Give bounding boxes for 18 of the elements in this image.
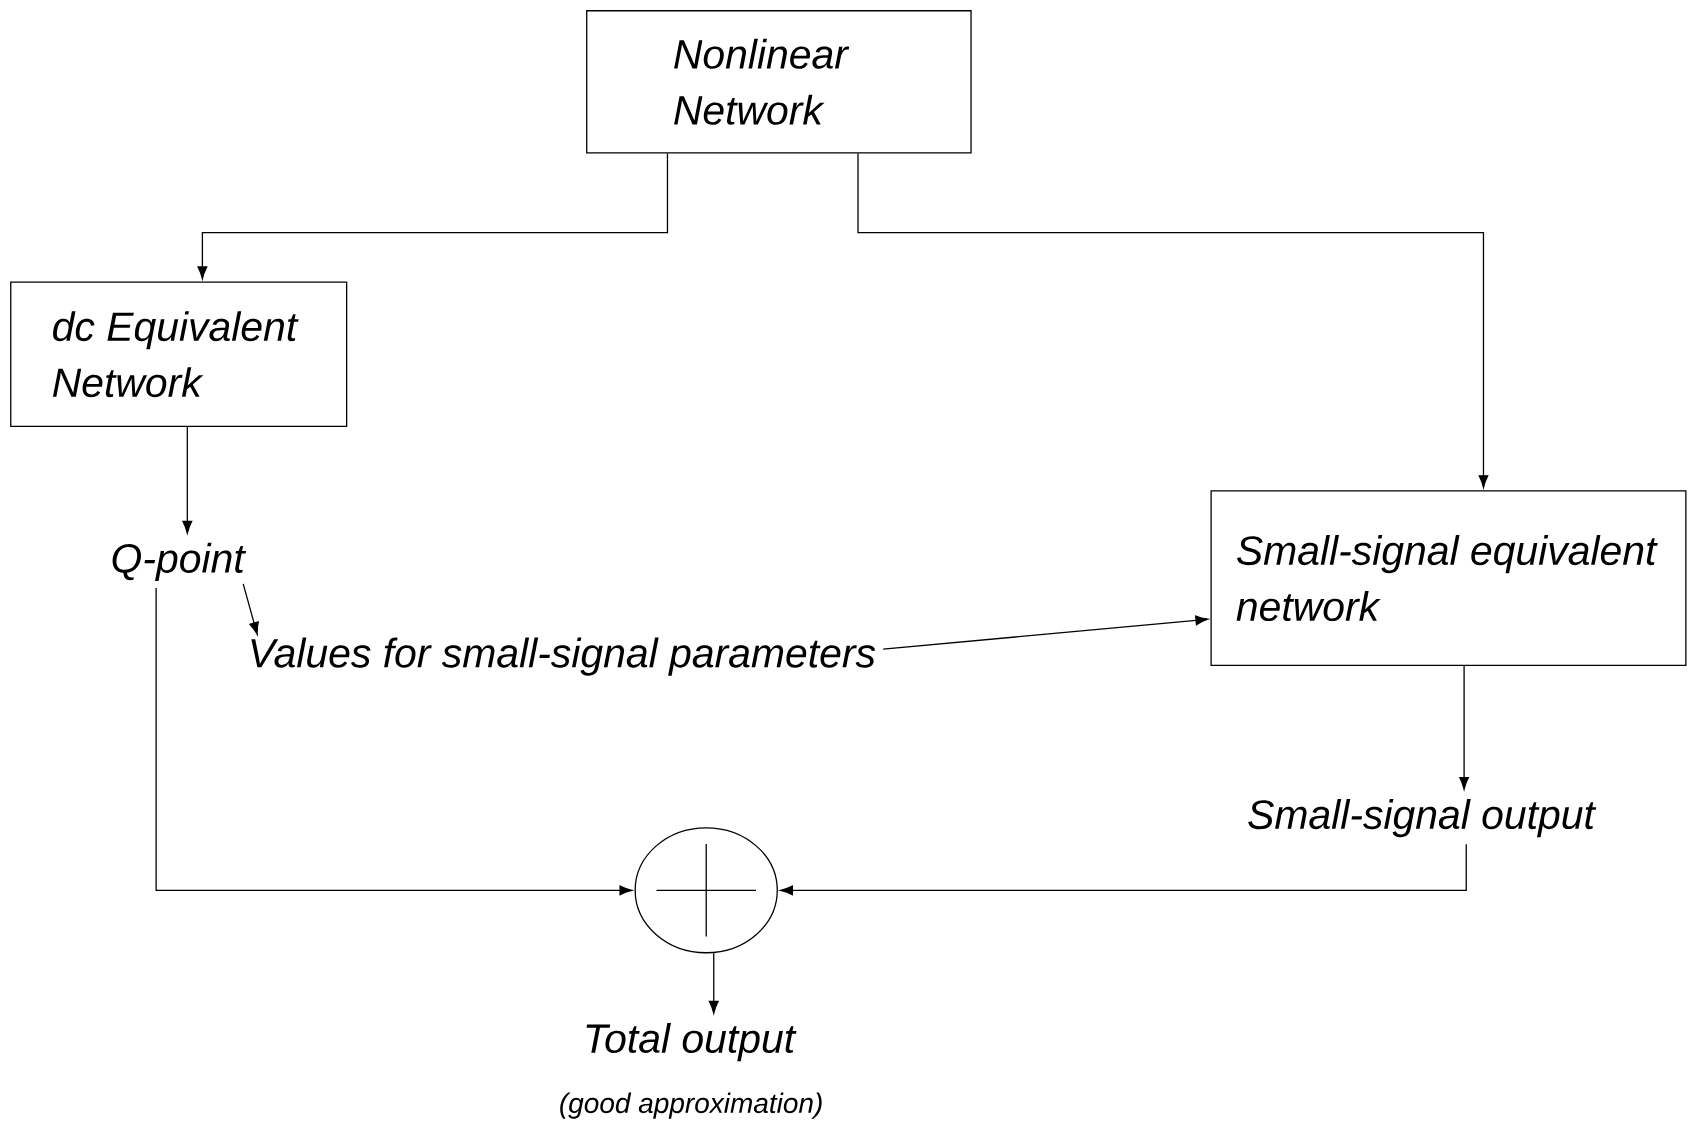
- arrow: [242, 583, 259, 635]
- arrow: [708, 952, 719, 1014]
- arrow: [882, 615, 1209, 650]
- process-box: dc Equivalent Network: [10, 281, 348, 427]
- process-box: Nonlinear Network: [586, 10, 972, 154]
- node-label: Total output: [586, 1022, 797, 1062]
- arrow: [1459, 665, 1470, 790]
- node-label: Values for small-signal parameters: [251, 637, 876, 676]
- summing-junction: [634, 827, 778, 954]
- arrow: [155, 587, 633, 896]
- node-label: Q-point: [112, 542, 247, 581]
- note: (good approximation): [560, 1092, 822, 1119]
- arrow: [182, 426, 193, 534]
- arrow: [197, 152, 669, 280]
- process-box: Small-signal equivalent network: [1210, 490, 1687, 666]
- arrow: [780, 843, 1467, 896]
- node-label: Small-signal output: [1248, 799, 1597, 838]
- arrow: [857, 152, 1489, 488]
